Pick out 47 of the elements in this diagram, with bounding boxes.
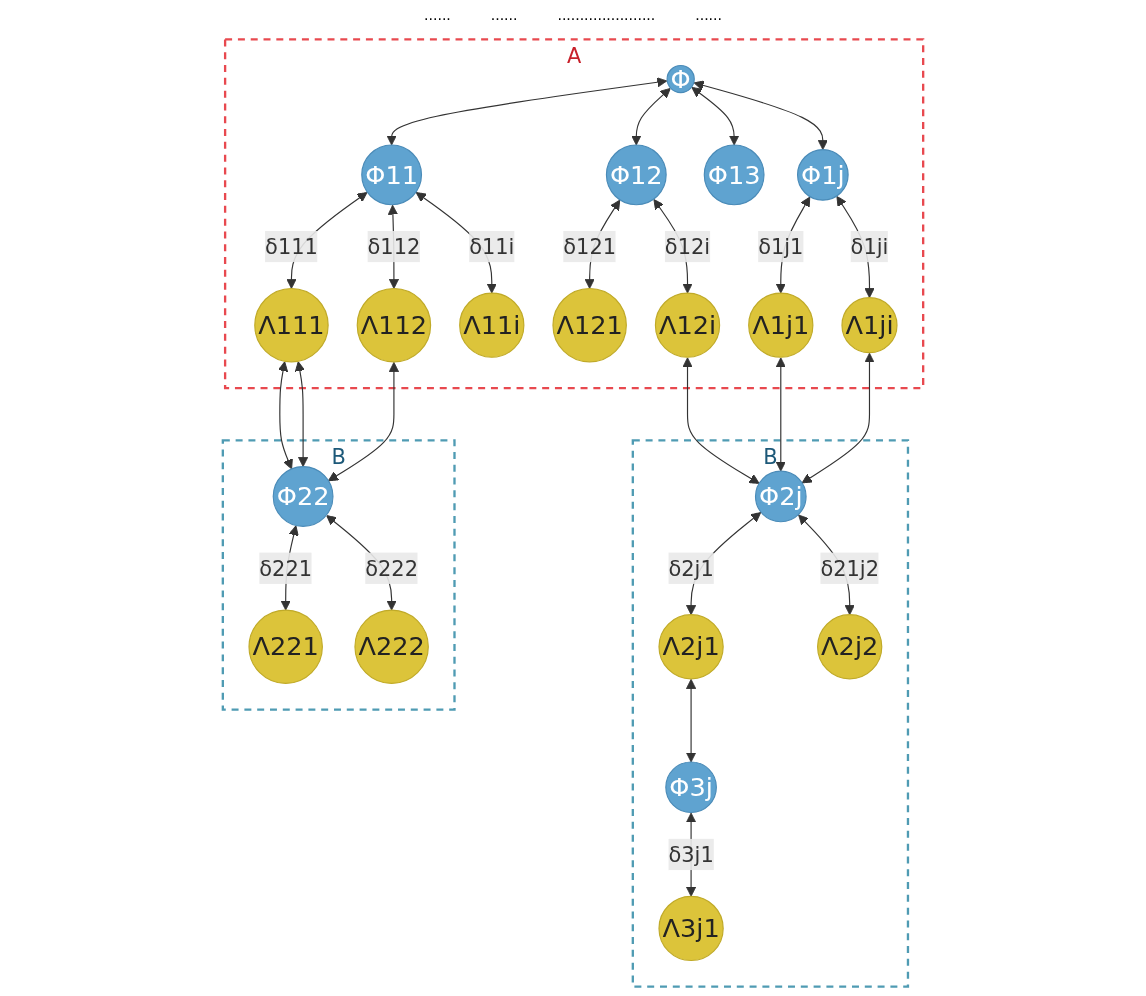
node-circle: Φ13 bbox=[703, 144, 765, 206]
edge-label: δ12i bbox=[664, 234, 711, 259]
arrow bbox=[294, 361, 309, 468]
node-circle: Λ1j1 bbox=[748, 292, 814, 358]
edge-label: δ221 bbox=[259, 555, 313, 581]
edge-label: δ111 bbox=[265, 234, 318, 259]
edge-label: δ112 bbox=[367, 234, 421, 259]
arrow bbox=[328, 361, 400, 482]
edge-label: δ2j1 bbox=[668, 555, 714, 581]
arrow bbox=[775, 357, 786, 472]
arrow bbox=[691, 87, 740, 146]
node-circle: Λ12i bbox=[654, 292, 721, 358]
node-circle: Λ3j1 bbox=[658, 895, 724, 962]
arrow bbox=[685, 678, 697, 763]
ellipsis-text: ...... bbox=[424, 6, 451, 24]
edge-label: δ1j1 bbox=[758, 234, 804, 259]
arrow bbox=[631, 87, 671, 146]
node-circle: Λ1ji bbox=[841, 297, 898, 354]
node-circle: Λ222 bbox=[354, 609, 429, 685]
node-circle: Λ2j2 bbox=[817, 614, 883, 680]
node-circle: Λ112 bbox=[356, 287, 432, 363]
edge-label: δ222 bbox=[365, 555, 419, 581]
node-circle: Λ121 bbox=[552, 287, 627, 363]
node-circle: Φ12 bbox=[605, 144, 667, 206]
arrow bbox=[801, 352, 875, 484]
edge-label: δ3j1 bbox=[668, 842, 714, 867]
ellipsis-text: ...... bbox=[695, 6, 722, 24]
arrow bbox=[386, 77, 668, 146]
edge-label: δ121 bbox=[563, 234, 617, 259]
arrow bbox=[682, 357, 760, 484]
ellipsis-text: ...... bbox=[490, 6, 518, 24]
arrow bbox=[277, 361, 293, 470]
node-circle: Φ2j bbox=[754, 470, 807, 523]
edge-label: δ11i bbox=[469, 234, 515, 259]
node-circle: Φ11 bbox=[361, 144, 423, 206]
ellipsis-text: ...................... bbox=[557, 6, 656, 24]
node-circle: Λ221 bbox=[248, 609, 323, 685]
arrow bbox=[693, 80, 828, 151]
edge-label: δ1ji bbox=[850, 234, 889, 259]
node-circle: Λ111 bbox=[254, 287, 329, 363]
node-circle: Λ11i bbox=[459, 292, 525, 358]
node-circle: Φ3j bbox=[665, 761, 717, 814]
node-circle: Λ2j1 bbox=[658, 614, 724, 680]
node-circle: Φ bbox=[666, 64, 695, 94]
node-circle: Φ22 bbox=[272, 466, 334, 527]
edge-label: δ21j2 bbox=[820, 555, 879, 581]
node-circle: Φ1j bbox=[797, 149, 849, 201]
